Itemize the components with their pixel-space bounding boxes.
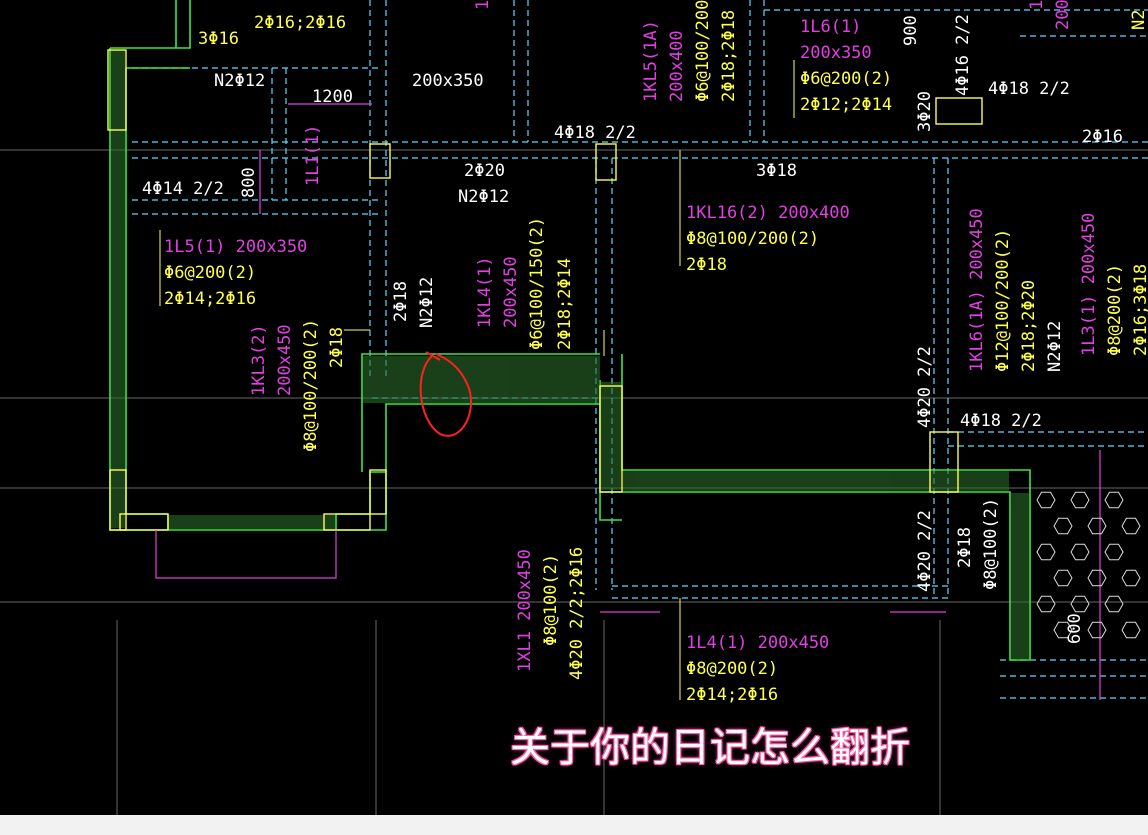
annotations: 3Φ16 2Φ16;2Φ16 N2Φ12 200x350 1200 4Φ18 2… [142, 0, 1148, 705]
label: 1200 [312, 87, 353, 107]
hatch-hexagon [1121, 621, 1141, 639]
label: 1L1(1) [303, 125, 323, 186]
label: 2Φ16 [1082, 127, 1123, 147]
hatch-hexagon [1036, 491, 1056, 509]
hatch-hexagon [1104, 595, 1124, 613]
label: 4Φ18 2/2 [554, 123, 636, 143]
label: N2Φ12 [1045, 321, 1065, 372]
bottom-bar [0, 815, 1148, 835]
hatch-hexagon [1036, 595, 1056, 613]
columns [107, 49, 983, 531]
label: Φ8@200(2) [1105, 264, 1125, 356]
red-markup-circle [419, 351, 473, 437]
label: 2Φ18 [955, 527, 975, 568]
label: 4Φ18 2/2 [960, 411, 1042, 431]
label: 2Φ18 [327, 327, 347, 368]
hatch-hexagon [1070, 491, 1090, 509]
hatch-hexagon [1070, 543, 1090, 561]
hatch-hexagon [1036, 543, 1056, 561]
label: Φ8@100(2) [981, 498, 1001, 590]
hatch-hexagon [1053, 569, 1073, 587]
label: 2Φ18;2Φ20 [1019, 280, 1039, 372]
hatch-hexagon [1087, 569, 1107, 587]
label: 200 [1053, 0, 1073, 30]
hatched-area [1036, 491, 1141, 639]
label: 1L6(1) [800, 17, 861, 37]
label: 3Φ18 [756, 161, 797, 181]
label: N2Φ12 [417, 277, 437, 328]
label: Φ6@100/150(2) [527, 217, 547, 350]
beam-outlines [132, 0, 1148, 699]
label: Φ8@200(2) [686, 659, 778, 679]
label: 2Φ16;3Φ18 [1131, 264, 1148, 356]
label: Φ6@200(2) [164, 263, 256, 283]
label: 2Φ18 [391, 281, 411, 322]
label: N2Φ12 [458, 187, 509, 207]
label: 1KL4(1) [475, 256, 495, 328]
label: 1KL8 [1027, 0, 1047, 10]
label: 2Φ20 [464, 161, 505, 181]
label: 3Φ20 [915, 91, 935, 132]
wall-hatch [111, 50, 1029, 659]
label: 4Φ16 2/2 [953, 14, 973, 96]
label: 1L4(1) 200x450 [686, 633, 829, 653]
label: 200x400 [667, 30, 687, 102]
label: 800 [239, 167, 259, 198]
video-caption: 关于你的日记怎么翻折 [510, 725, 910, 771]
label: 2Φ18;2Φ18 [719, 10, 739, 102]
label: N2Φ12 [214, 71, 265, 91]
label: N2 [1129, 10, 1148, 30]
hatch-hexagon [1070, 595, 1090, 613]
grid-lines [0, 149, 1148, 815]
label: 3Φ16 [198, 29, 239, 49]
label: 1KL6(1A) 200x450 [967, 208, 987, 372]
label: 1KL5(1A) [641, 20, 661, 102]
label: 4Φ20 2/2 [915, 346, 935, 428]
label: 4Φ14 2/2 [142, 179, 224, 199]
hatch-hexagon [1121, 569, 1141, 587]
label: 1KL3(2) [249, 324, 269, 396]
label: 2Φ18;2Φ14 [555, 258, 575, 350]
label: Φ8@100/200(2) [301, 319, 321, 452]
label: Φ6@200(2) [800, 69, 892, 89]
label: 200x450 [501, 256, 521, 328]
hatch-hexagon [1104, 491, 1124, 509]
label: 200x450 [275, 324, 295, 396]
label: 1KL16(2) 200x400 [686, 203, 850, 223]
label: 4Φ20 2/2;2Φ16 [567, 547, 587, 680]
label: 2Φ12;2Φ14 [800, 95, 892, 115]
hatch-hexagon [1053, 517, 1073, 535]
label: 1L5(1) 200x350 [164, 237, 307, 257]
label: 200x350 [412, 71, 484, 91]
label: 2Φ14;2Φ16 [164, 289, 256, 309]
hatch-hexagon [1104, 543, 1124, 561]
label: Φ12@100/200(2) [993, 229, 1013, 372]
label: 2Φ16;2Φ16 [254, 13, 346, 33]
leader-lines [155, 103, 1101, 700]
hatch-hexagon [1087, 621, 1107, 639]
label: 600 [1065, 613, 1085, 644]
hatch-hexagon [1087, 517, 1107, 535]
hatch-hexagon [1121, 517, 1141, 535]
label: 1L3(1) 200x450 [1079, 213, 1099, 356]
label: 200x350 [800, 43, 872, 63]
label: 4Φ20 2/2 [915, 510, 935, 592]
label: Φ8@100/200(2) [686, 229, 819, 249]
hatch-hexagon [1053, 621, 1073, 639]
label: 2Φ18 [686, 255, 727, 275]
label: Φ8@100(2) [541, 554, 561, 646]
label: 1L2 [473, 0, 493, 10]
label: 2Φ14;2Φ16 [686, 685, 778, 705]
yellow-leaders [159, 60, 795, 700]
label: 4Φ18 2/2 [988, 79, 1070, 99]
label: Φ6@100/200 [693, 0, 713, 102]
structural-plan-drawing: 3Φ16 2Φ16;2Φ16 N2Φ12 200x350 1200 4Φ18 2… [0, 0, 1148, 815]
label: 1XL1 200x450 [515, 549, 535, 672]
label: 900 [901, 15, 921, 46]
